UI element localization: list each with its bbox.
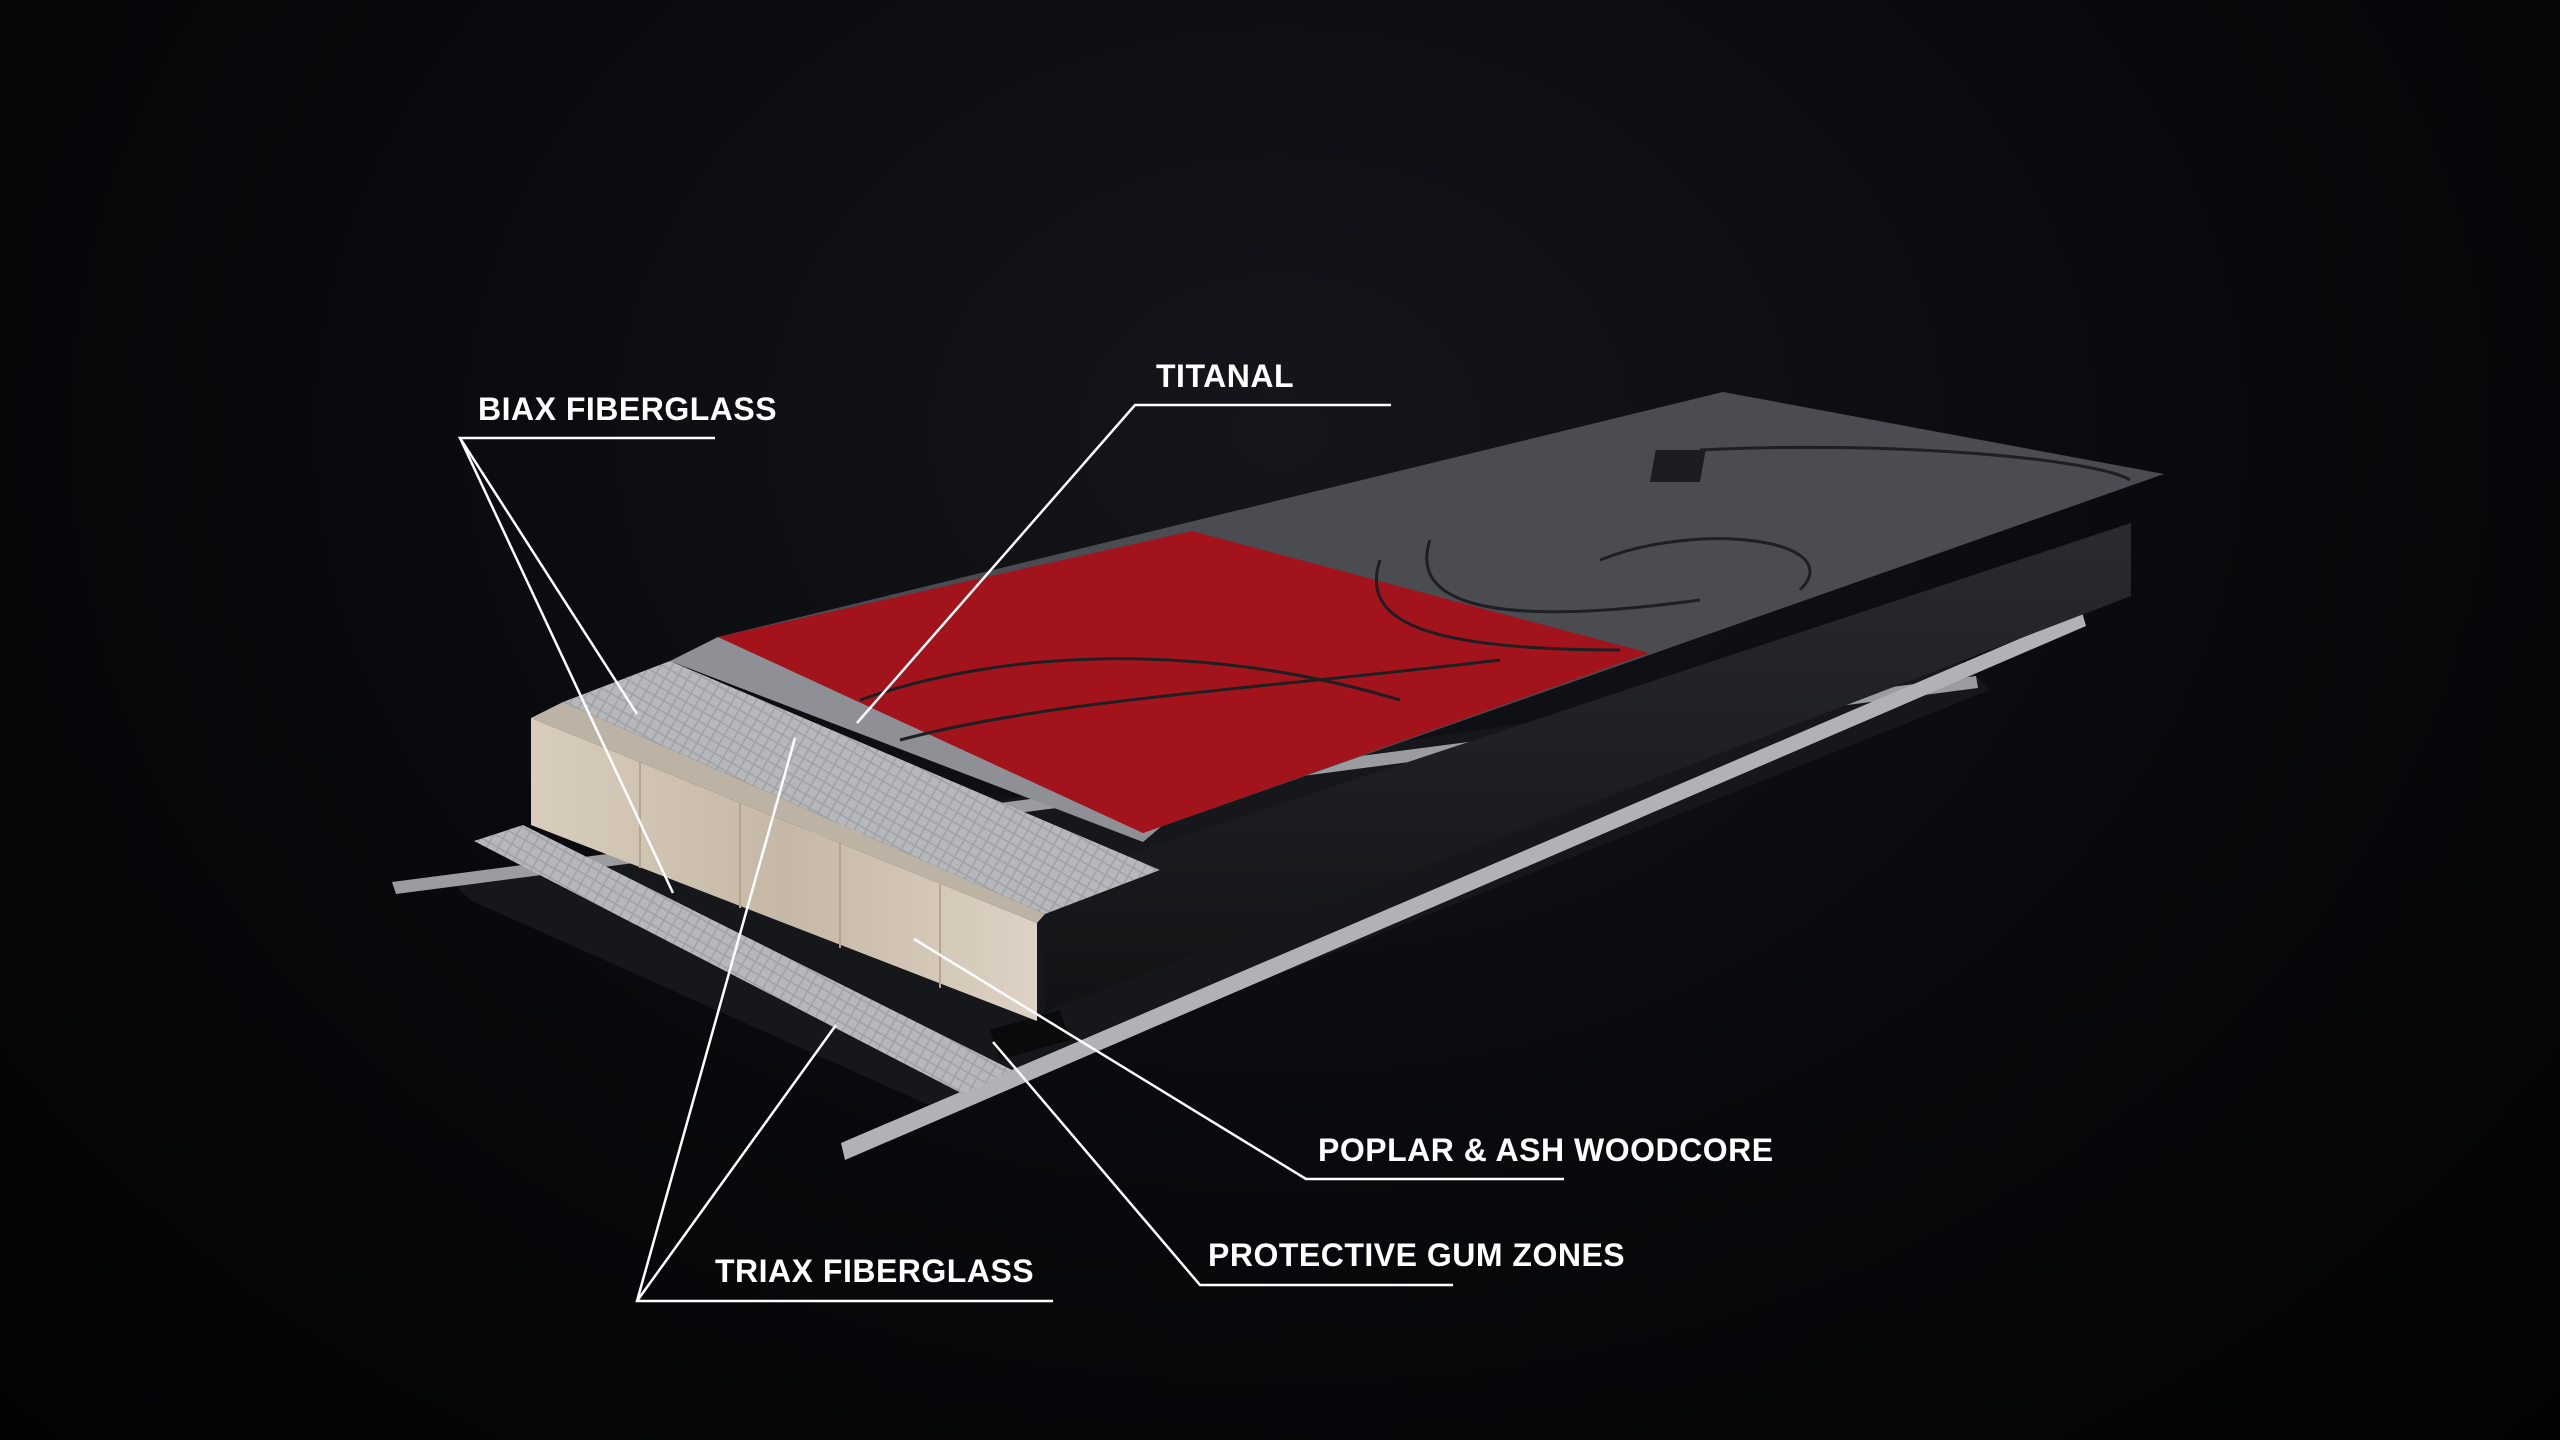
callout-woodcore: POPLAR & ASH WOODCORE <box>913 937 1774 1181</box>
woodcore-layer <box>531 702 1045 1021</box>
topo-contour-lines <box>859 445 2131 742</box>
label-biax: BIAX FIBERGLASS <box>478 391 777 427</box>
callout-titanal: TITANAL <box>856 358 1391 724</box>
label-gum-zones: PROTECTIVE GUM ZONES <box>1208 1237 1625 1273</box>
ski-sidewall <box>1045 523 2131 1012</box>
biax-fiberglass-layer <box>563 661 1160 914</box>
brand-logo <box>1650 450 1706 482</box>
callout-triax: TRIAX FIBERGLASS <box>635 737 1053 1303</box>
topsheet <box>718 392 2164 833</box>
triax-fiberglass-layer <box>474 825 1012 1094</box>
topsheet-red-zone <box>718 531 1649 833</box>
callout-biax: BIAX FIBERGLASS <box>457 391 777 894</box>
label-woodcore: POPLAR & ASH WOODCORE <box>1318 1132 1774 1168</box>
titanal-layer <box>670 637 1163 842</box>
label-titanal: TITANAL <box>1156 358 1294 394</box>
steel-edge-front <box>841 612 2086 1160</box>
callout-gum-zones: PROTECTIVE GUM ZONES <box>992 1041 1625 1287</box>
label-triax: TRIAX FIBERGLASS <box>715 1253 1034 1289</box>
